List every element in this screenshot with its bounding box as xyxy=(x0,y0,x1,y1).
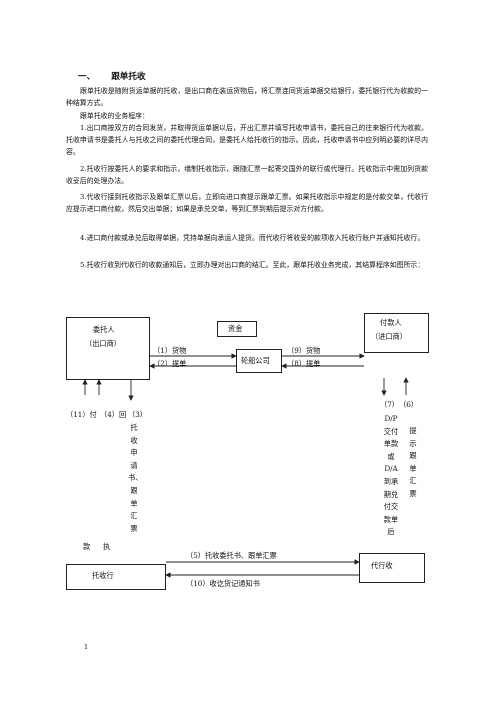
paragraph-procedure-intro: 跟单托收的业务程序： xyxy=(80,112,149,120)
step-11-label: （11）付 xyxy=(66,410,97,419)
paragraph-definition: 跟单托收是随附货运单据的托收，是出口商在装运货物后，将汇票连同货运单据交给银行，… xyxy=(66,87,428,107)
step-7-line: 或 xyxy=(387,451,395,461)
principal-sub-label: （出口商） xyxy=(85,339,121,348)
step-9-label: （9）货物 xyxy=(287,346,321,355)
step-7-text: D/P 交付 单款 或 D/A 到承 期兑 付交 款单 后 xyxy=(380,413,402,539)
remitting-bank-box xyxy=(66,564,166,590)
step-7-line: 单款 xyxy=(383,439,399,449)
step-7-line: 后 xyxy=(387,527,395,537)
drawee-label: 付款人 xyxy=(380,318,402,327)
collecting-bank-box xyxy=(359,553,425,583)
principal-box xyxy=(66,317,150,380)
step-7-line: 款单 xyxy=(383,514,399,524)
heading-title: 跟单托收 xyxy=(111,72,146,82)
step-7-line: 付交 xyxy=(383,502,399,512)
principal-label: 委托人 xyxy=(93,325,115,334)
paragraph-step-3: 3.代收行接到托收指示及跟单汇票以后，立即向进口商提示跟单汇票。如果托收指示中规… xyxy=(66,193,428,213)
step-7-line: 交付 xyxy=(383,426,399,436)
step-6-text: 提示跟单汇票 xyxy=(409,426,417,498)
step-4-label: （4）回 xyxy=(100,410,127,419)
step-8-label: （8）提单 xyxy=(287,359,321,368)
paragraph-step-2: 2.托收行按委托人的要求和指示，缮制托收指示，跟随汇票一起寄交国外的联行或代理行… xyxy=(66,165,428,185)
shipping-company-label: 轮船公司 xyxy=(241,356,270,365)
funds-label: 资金 xyxy=(228,324,243,333)
drawee-box xyxy=(364,313,429,353)
page-number: 1 xyxy=(84,643,89,651)
collecting-bank-label: 代行收 xyxy=(371,561,393,570)
step-7-line: D/P xyxy=(384,414,398,423)
heading-number: 一、 xyxy=(78,72,96,82)
paragraph-step-4: 4.进口商付款或承兑后取得单据，凭持单据向承运人提货。而代收行将收妥的款项收入托… xyxy=(80,234,425,242)
paragraph-step-1: 1.出口商按双方的合同发货，并取得货运单据以后，开出汇票并填写托收申请书，委托自… xyxy=(66,124,428,156)
section-heading: 一、 跟单托收 xyxy=(78,70,146,82)
step-7-line: D/A xyxy=(384,464,398,474)
step-6-number: （6） xyxy=(399,400,418,409)
step-7-number: （7） xyxy=(380,400,399,409)
step-2-label: （2）提单 xyxy=(153,359,187,368)
step-1-label: （1）货物 xyxy=(153,346,187,355)
drawee-sub-label: （进口商） xyxy=(371,332,407,341)
step-7-line: 到承 xyxy=(383,476,399,486)
payment-label: 款 xyxy=(83,542,91,551)
step-3-number: （3） xyxy=(128,410,147,419)
step-7-line: 期兑 xyxy=(383,489,399,499)
step-3-text: 托收申请书、跟单汇票 xyxy=(128,423,143,533)
funds-box xyxy=(217,321,257,337)
paragraph-step-5: 5.托收行收到代收行的收款通知后，立即办理对出口商的结汇。至此，跟单托收业务完成… xyxy=(80,261,425,269)
shipping-company-box xyxy=(236,349,282,373)
remitting-bank-label: 托收行 xyxy=(92,571,114,580)
step-10-label: （10）收讫货记通知书 xyxy=(186,579,260,588)
step-5-label: （5）托收委托书、跟单汇票 xyxy=(186,551,277,560)
receipt-label: 执 xyxy=(103,542,111,551)
